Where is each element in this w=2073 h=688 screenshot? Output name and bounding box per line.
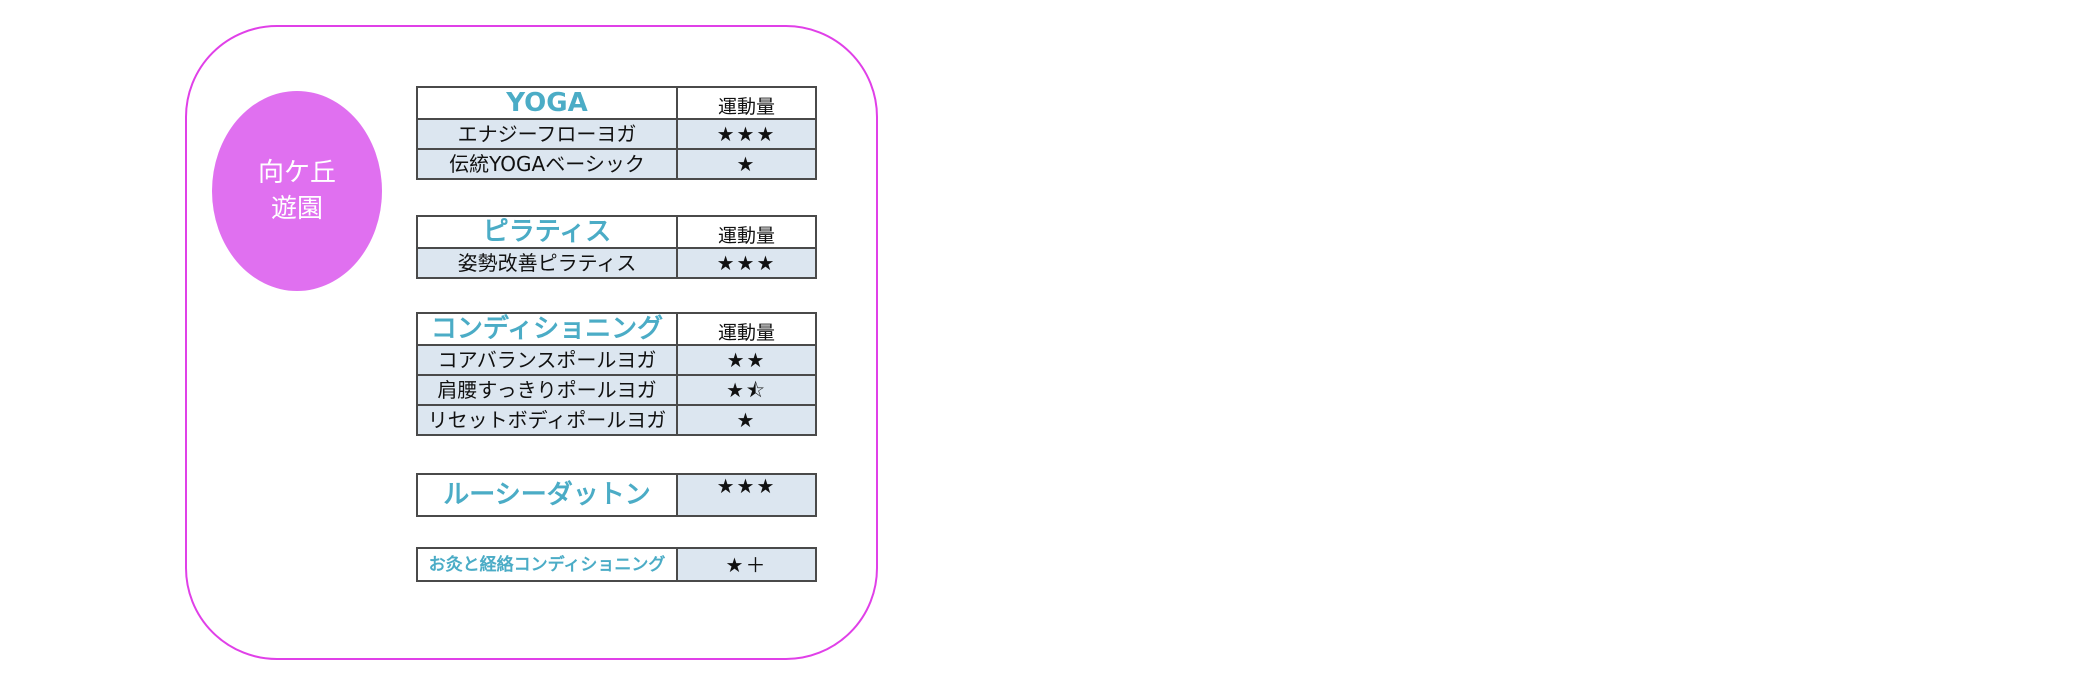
studio-card bbox=[185, 25, 878, 660]
effort-header: 運動量 bbox=[676, 215, 817, 249]
table-row: 伝統YOGAベーシック ★ bbox=[416, 148, 817, 180]
conditioning-category-title: コンディショニング bbox=[416, 312, 678, 346]
conditioning-table: コンディショニング 運動量 コアバランスポールヨガ ★★ 肩腰すっきりポールヨガ… bbox=[416, 312, 817, 436]
effort-stars: ★★★ bbox=[676, 247, 817, 279]
yoga-category-title: YOGA bbox=[416, 86, 678, 120]
table-row: エナジーフローヨガ ★★★ bbox=[416, 118, 817, 150]
effort-header: 運動量 bbox=[676, 86, 817, 120]
class-name: リセットボディポールヨガ bbox=[416, 404, 678, 436]
class-name: 伝統YOGAベーシック bbox=[416, 148, 678, 180]
pilates-category-title: ピラティス bbox=[416, 215, 678, 249]
table-row: コアバランスポールヨガ ★★ bbox=[416, 344, 817, 376]
effort-stars: ★ bbox=[676, 404, 817, 436]
class-name: エナジーフローヨガ bbox=[416, 118, 678, 150]
moxa-table: お灸と経絡コンディショニング ★＋ bbox=[416, 547, 817, 582]
effort-header: 運動量 bbox=[676, 312, 817, 346]
effort-stars: ★ bbox=[676, 148, 817, 180]
effort-stars: ★⯪ bbox=[676, 374, 817, 406]
pilates-table: ピラティス 運動量 姿勢改善ピラティス ★★★ bbox=[416, 215, 817, 279]
table-row: リセットボディポールヨガ ★ bbox=[416, 404, 817, 436]
table-row: 肩腰すっきりポールヨガ ★⯪ bbox=[416, 374, 817, 406]
moxa-category-title: お灸と経絡コンディショニング bbox=[416, 547, 678, 582]
venue-badge: 向ケ丘 遊園 bbox=[212, 91, 382, 291]
class-name: 肩腰すっきりポールヨガ bbox=[416, 374, 678, 406]
lucy-datton-category-title: ルーシーダットン bbox=[416, 473, 678, 517]
effort-stars: ★＋ bbox=[676, 547, 817, 582]
table-row: 姿勢改善ピラティス ★★★ bbox=[416, 247, 817, 279]
yoga-table: YOGA 運動量 エナジーフローヨガ ★★★ 伝統YOGAベーシック ★ bbox=[416, 86, 817, 180]
class-name: コアバランスポールヨガ bbox=[416, 344, 678, 376]
effort-stars: ★★★ bbox=[676, 118, 817, 150]
lucy-datton-table: ルーシーダットン ★★★ bbox=[416, 473, 817, 517]
effort-stars: ★★ bbox=[676, 344, 817, 376]
venue-name-line1: 向ケ丘 bbox=[257, 158, 336, 188]
venue-name-line2: 遊園 bbox=[270, 194, 323, 224]
class-name: 姿勢改善ピラティス bbox=[416, 247, 678, 279]
effort-stars: ★★★ bbox=[676, 473, 817, 517]
